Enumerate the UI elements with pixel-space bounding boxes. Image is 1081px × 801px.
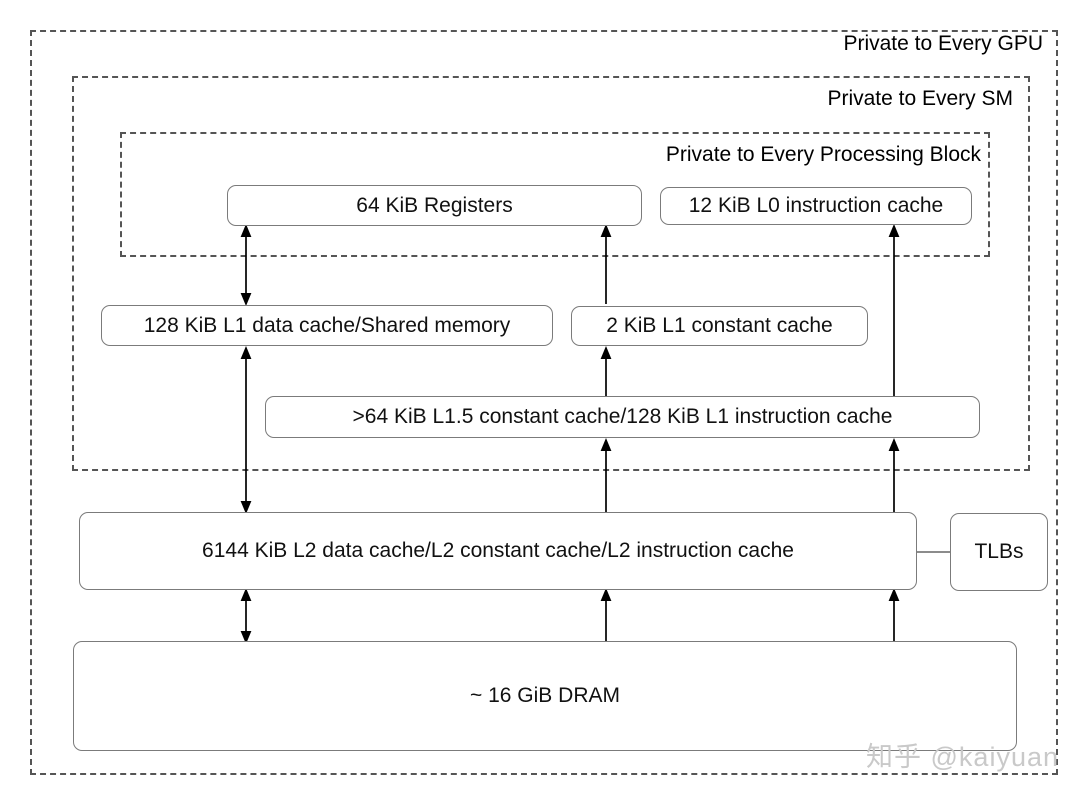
connector-l2-l15-constant — [598, 438, 614, 514]
node-tlbs[interactable]: TLBs — [950, 513, 1048, 591]
node-l0-instruction-cache[interactable]: 12 KiB L0 instruction cache — [660, 187, 972, 225]
connector-registers-l1data — [238, 224, 254, 306]
node-dram[interactable]: ~ 16 GiB DRAM — [73, 641, 1017, 751]
scope-label-processing-block: Private to Every Processing Block — [665, 143, 981, 166]
scope-private-to-every-gpu — [30, 30, 1058, 775]
connector-l2-l15-instruction — [886, 438, 902, 514]
connector-l1data-l2 — [238, 346, 254, 514]
node-l2-cache[interactable]: 6144 KiB L2 data cache/L2 constant cache… — [79, 512, 917, 590]
node-registers[interactable]: 64 KiB Registers — [227, 185, 642, 226]
connector-dram-l2-instruction — [886, 588, 902, 642]
connector-l15-l0icache — [886, 224, 902, 396]
connector-dram-l2-constant — [598, 588, 614, 642]
scope-private-to-every-sm — [72, 76, 1030, 471]
connector-l2-dram — [238, 588, 254, 644]
connector-l1const-registers — [598, 224, 614, 304]
connector-l2-tlbs — [916, 550, 952, 554]
node-l1-data-cache[interactable]: 128 KiB L1 data cache/Shared memory — [101, 305, 553, 346]
node-l15-constant-cache[interactable]: >64 KiB L1.5 constant cache/128 KiB L1 i… — [265, 396, 980, 438]
connector-l15-l1const — [598, 346, 614, 396]
scope-private-to-every-processing-block — [120, 132, 990, 257]
scope-label-gpu: Private to Every GPU — [843, 32, 1043, 55]
scope-label-sm: Private to Every SM — [827, 87, 1013, 110]
node-l1-constant-cache[interactable]: 2 KiB L1 constant cache — [571, 306, 868, 346]
